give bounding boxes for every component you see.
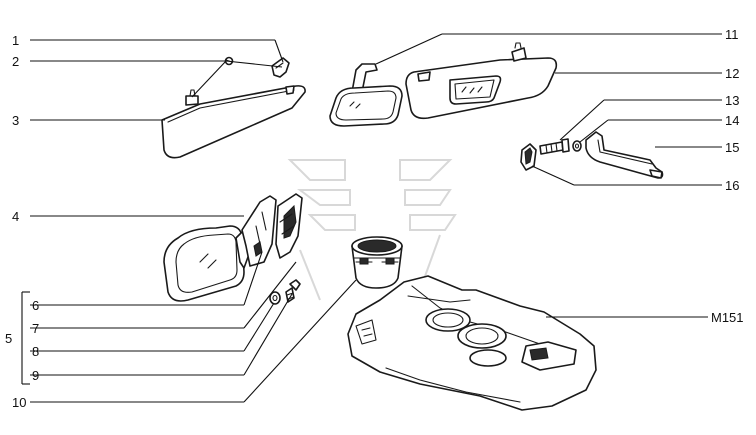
visor-clip <box>271 57 290 78</box>
cover-cap <box>520 143 537 171</box>
callout-m151: M151 <box>711 310 744 325</box>
callout-12: 12 <box>725 66 739 81</box>
mirror-screw <box>285 279 301 303</box>
center-console <box>347 275 597 411</box>
leader-lines <box>21 33 722 403</box>
callout-2: 2 <box>12 54 19 69</box>
callout-5: 5 <box>5 331 12 346</box>
callout-16: 16 <box>725 178 739 193</box>
mirror-washer <box>269 291 281 305</box>
callout-8: 8 <box>32 344 39 359</box>
rear-view-mirror <box>329 63 403 127</box>
grab-handle-bolt <box>539 138 570 155</box>
callout-labels: 1 2 3 4 5 6 7 8 9 10 11 12 13 14 15 16 M… <box>5 27 744 410</box>
callout-14: 14 <box>725 113 739 128</box>
callout-3: 3 <box>12 113 19 128</box>
callout-13: 13 <box>725 93 739 108</box>
outside-mirror <box>163 195 277 302</box>
grab-handle <box>585 131 664 179</box>
mirror-bracket <box>275 193 303 259</box>
ashtray-cup <box>351 236 403 289</box>
callout-9: 9 <box>32 368 39 383</box>
sun-visor-right <box>405 42 558 120</box>
watermark <box>287 159 457 301</box>
sun-visor-left <box>161 85 306 159</box>
callout-4: 4 <box>12 209 19 224</box>
callout-15: 15 <box>725 140 739 155</box>
callout-10: 10 <box>12 395 26 410</box>
callout-7: 7 <box>32 321 39 336</box>
callout-1: 1 <box>12 33 19 48</box>
callout-11: 11 <box>725 27 739 42</box>
washer <box>572 140 582 152</box>
callout-6: 6 <box>32 298 39 313</box>
